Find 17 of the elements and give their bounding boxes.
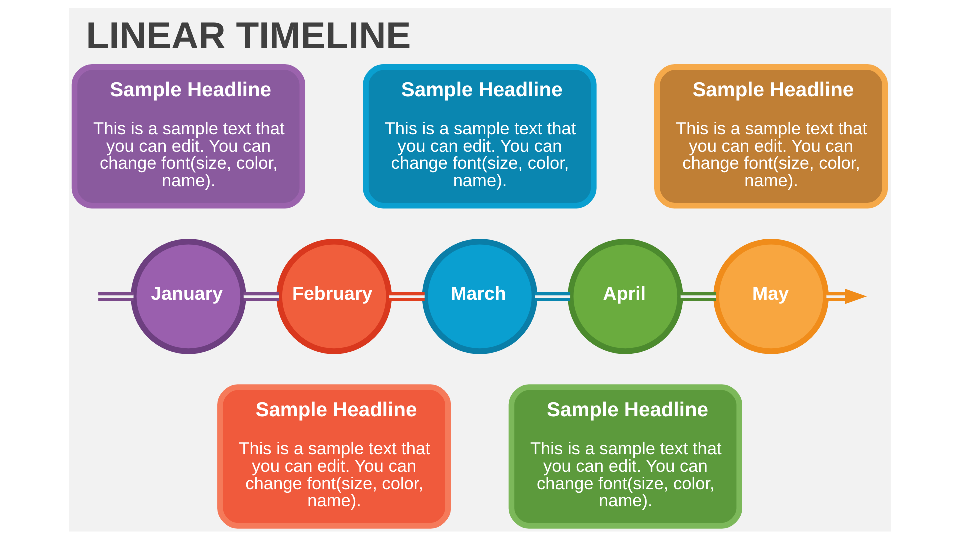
connector <box>244 292 280 302</box>
node-circle: January <box>131 239 246 354</box>
node-circle: February <box>276 239 392 354</box>
connector <box>535 292 571 302</box>
node-box: Sample Headline This is a sample text that you can edit. You can change font(size, color, name). <box>363 64 597 209</box>
connector <box>390 292 425 302</box>
node-circle: March <box>422 239 538 354</box>
node-box: Sample Headline This is a sample text that you can edit. You can change font(size, color, name). <box>508 384 742 529</box>
connector <box>98 292 134 302</box>
arrow <box>826 289 868 304</box>
diagram-title: LINEAR TIMELINE <box>86 14 412 56</box>
node-circle: May <box>714 239 829 354</box>
node-box: Sample Headline This is a sample text that you can edit. You can change font(size, color, name). <box>218 384 452 529</box>
node-box: Sample Headline This is a sample text that you can edit. You can change font(size, color, name). <box>654 64 888 209</box>
node-box: Sample Headline This is a sample text that you can edit. You can change font(size, color, name). <box>72 64 306 209</box>
connector <box>680 292 716 302</box>
node-circle: April <box>568 239 684 354</box>
